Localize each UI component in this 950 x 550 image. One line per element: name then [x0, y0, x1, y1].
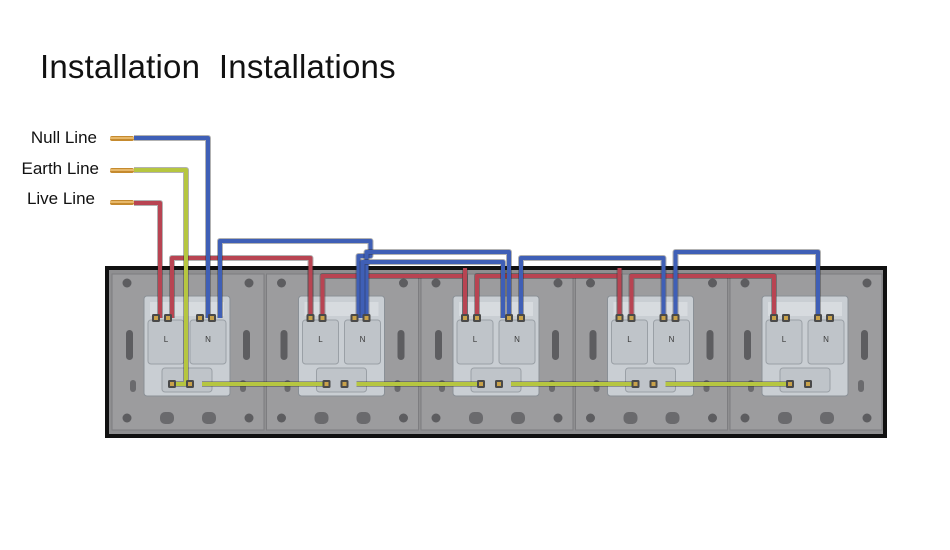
- mounting-hole: [862, 278, 872, 288]
- live-wire: [134, 201, 162, 318]
- neutral-terminal-mark: N: [514, 335, 520, 344]
- mounting-hole: [431, 278, 441, 288]
- slot-hole: [552, 330, 559, 360]
- neutral-wire: [218, 239, 373, 318]
- slot-hole: [280, 330, 288, 360]
- slot-hole: [130, 380, 136, 392]
- slot-hole: [160, 412, 174, 424]
- slot-hole: [397, 330, 405, 360]
- live-wire: [629, 274, 776, 318]
- mounting-hole: [708, 278, 717, 288]
- wires: [134, 135, 821, 387]
- neutral-wire: [360, 260, 505, 318]
- slot-hole: [243, 330, 250, 360]
- earth-wire: [134, 168, 188, 386]
- null-line-label: Null Line: [30, 128, 97, 147]
- mounting-hole: [740, 278, 750, 288]
- neutral-terminal-mark: N: [823, 335, 829, 344]
- neutral-terminal-mark: N: [669, 335, 675, 344]
- mounting-hole: [586, 413, 595, 423]
- mounting-hole: [862, 413, 872, 423]
- live-terminal-mark: L: [782, 335, 787, 344]
- live-terminal-mark: L: [627, 335, 632, 344]
- mounting-hole: [553, 413, 563, 423]
- neutral-wire: [519, 256, 666, 318]
- supply-wire-ends: [110, 136, 134, 205]
- neutral-terminal-mark: N: [360, 335, 366, 344]
- slot-hole: [706, 330, 714, 360]
- mounting-hole: [277, 413, 286, 423]
- slot-hole: [314, 412, 329, 424]
- mounting-hole: [244, 413, 254, 423]
- slot-hole: [202, 412, 216, 424]
- mounting-hole: [122, 413, 132, 423]
- null-line-plug: [110, 136, 134, 141]
- slot-hole: [511, 412, 525, 424]
- earth-line-label: Earth Line: [21, 159, 100, 178]
- mounting-hole: [586, 278, 595, 288]
- mounting-hole: [431, 413, 441, 423]
- mounting-hole: [740, 413, 750, 423]
- slot-hole: [820, 412, 834, 424]
- live-terminal-mark: L: [473, 335, 478, 344]
- page-title: Installation Installations: [40, 48, 396, 85]
- neutral-wire: [134, 136, 210, 318]
- live-terminal-mark: L: [318, 335, 323, 344]
- neutral-wire: [364, 250, 511, 318]
- mounting-hole: [399, 278, 408, 288]
- live-line-plug: [110, 200, 134, 205]
- slot-hole: [778, 412, 792, 424]
- mounting-hole: [553, 278, 563, 288]
- neutral-terminal-mark: N: [205, 335, 211, 344]
- earth-line-plug: [110, 168, 134, 173]
- slot-hole: [861, 330, 868, 360]
- slot-hole: [435, 330, 442, 360]
- mounting-hole: [708, 413, 717, 423]
- slot-hole: [356, 412, 371, 424]
- neutral-wire: [673, 250, 820, 318]
- slot-hole: [469, 412, 483, 424]
- slot-hole: [589, 330, 597, 360]
- slot-hole: [744, 330, 751, 360]
- mounting-hole: [122, 278, 132, 288]
- live-line-label: Live Line: [26, 189, 95, 208]
- terminals: [152, 314, 834, 388]
- mounting-hole: [399, 413, 408, 423]
- slot-hole: [858, 380, 864, 392]
- live-terminal-mark: L: [164, 335, 169, 344]
- mounting-hole: [277, 278, 286, 288]
- slot-hole: [623, 412, 638, 424]
- slot-hole: [126, 330, 133, 360]
- mounting-hole: [244, 278, 254, 288]
- slot-hole: [665, 412, 680, 424]
